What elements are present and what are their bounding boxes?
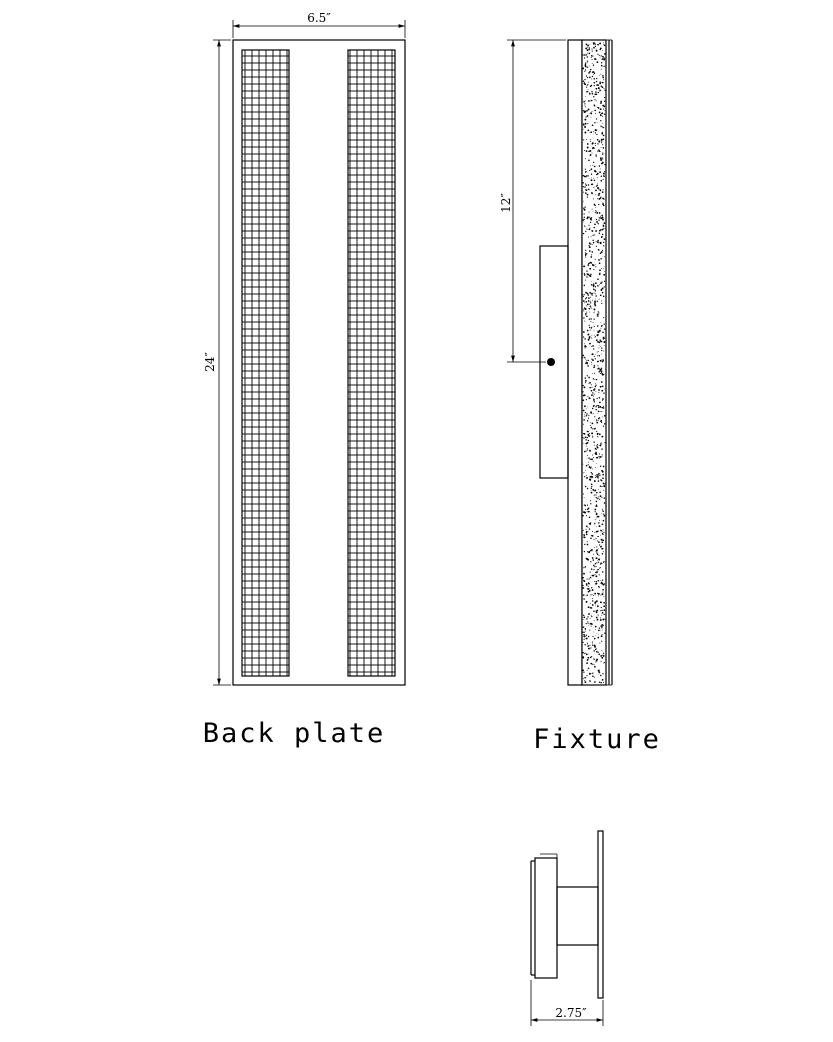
back-plate-grid-right (347, 49, 396, 677)
side-view: 2.75″ (530, 830, 604, 1026)
fixture-backplate-edge (567, 39, 583, 686)
back-plate-width-label: 6.5″ (307, 11, 331, 25)
side-view-depth-label: 2.75″ (555, 1006, 587, 1020)
side-view-spacer (556, 886, 599, 946)
fixture-caption: Fixture (533, 724, 661, 755)
back-plate-height-dimension: 24″ (203, 39, 231, 686)
side-view-glass (597, 830, 604, 999)
side-view-depth-dimension: 2.75″ (530, 980, 604, 1026)
back-plate-grid-left (241, 49, 290, 677)
fixture-mount-label: 12″ (499, 193, 513, 213)
back-plate-caption: Back plate (203, 718, 386, 749)
back-plate-outline (232, 39, 406, 686)
back-plate-view: 6.5″ 24″ Back plate (203, 11, 406, 749)
fixture-glass-panel (581, 39, 607, 686)
side-view-bracket (534, 857, 558, 979)
fixture-mount-dimension: 12″ (499, 39, 566, 363)
fixture-glass-texture (582, 42, 606, 684)
back-plate-height-label: 24″ (203, 352, 217, 372)
mounting-point-dot (547, 358, 555, 366)
fixture-view: 12″ Fixture (499, 39, 661, 755)
back-plate-width-dimension: 6.5″ (232, 11, 406, 38)
